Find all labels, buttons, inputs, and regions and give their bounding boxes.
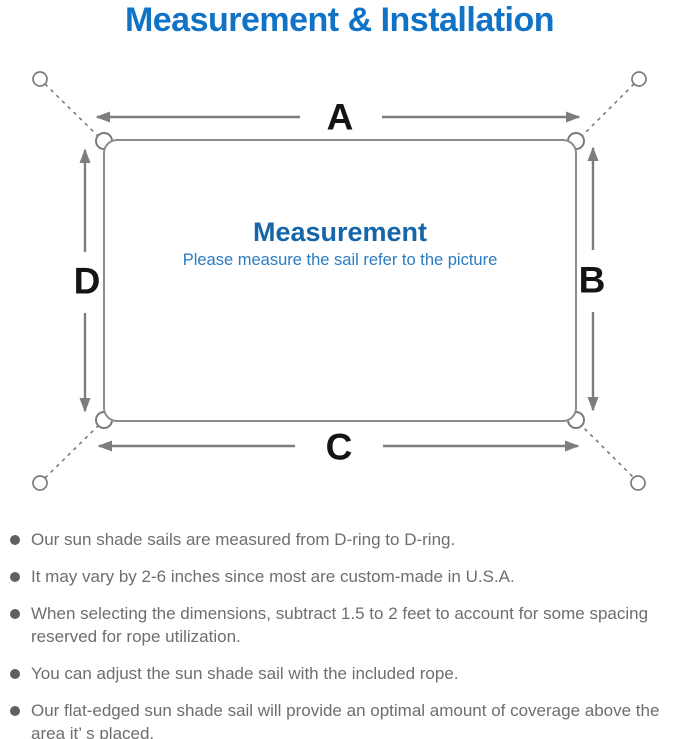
bullet-icon xyxy=(10,572,20,582)
diagram-center-text: Measurement Please measure the sail refe… xyxy=(183,216,498,272)
anchor-point-top-right xyxy=(631,71,647,87)
sail-diagram-graphic xyxy=(32,71,647,491)
rope-top-left xyxy=(44,83,102,140)
dimension-arrows xyxy=(79,111,599,452)
bullet-icon xyxy=(10,535,20,545)
page-title: Measurement & Installation xyxy=(124,1,555,39)
dimension-label-d: D xyxy=(73,260,101,302)
rope-bottom-left xyxy=(44,422,102,479)
list-item: When selecting the dimensions, subtract … xyxy=(9,602,671,648)
rope-bottom-right xyxy=(578,422,635,479)
bullet-icon xyxy=(10,609,20,619)
dimension-label-c: C xyxy=(325,426,353,468)
list-item: Our flat-edged sun shade sail will provi… xyxy=(9,699,671,739)
dimension-label-a: A xyxy=(326,96,354,138)
anchor-point-bottom-right xyxy=(630,475,646,491)
bullet-icon xyxy=(10,706,20,716)
note-text: Our sun shade sails are measured from D-… xyxy=(31,530,456,549)
note-text: You can adjust the sun shade sail with t… xyxy=(31,664,459,683)
dimension-label-b: B xyxy=(578,259,606,301)
note-text: It may vary by 2-6 inches since most are… xyxy=(31,567,515,586)
measurement-diagram: A B C D Measurement Please measure the s… xyxy=(32,71,647,491)
anchor-point-top-left xyxy=(32,71,48,87)
diagram-center-subheading: Please measure the sail refer to the pic… xyxy=(182,251,498,269)
list-item: Our sun shade sails are measured from D-… xyxy=(9,528,671,551)
note-text: Our flat-edged sun shade sail will provi… xyxy=(31,701,660,739)
corner-ropes xyxy=(44,83,635,479)
anchor-point-bottom-left xyxy=(32,475,48,491)
notes-list: Our sun shade sails are measured from D-… xyxy=(9,528,671,739)
rope-top-right xyxy=(578,83,635,140)
bullet-icon xyxy=(10,669,20,679)
list-item: It may vary by 2-6 inches since most are… xyxy=(9,565,671,588)
diagram-center-heading: Measurement xyxy=(252,217,428,247)
note-text: When selecting the dimensions, subtract … xyxy=(31,604,649,646)
list-item: You can adjust the sun shade sail with t… xyxy=(9,662,671,685)
anchor-points xyxy=(32,71,647,491)
sail-rectangle xyxy=(103,139,577,422)
